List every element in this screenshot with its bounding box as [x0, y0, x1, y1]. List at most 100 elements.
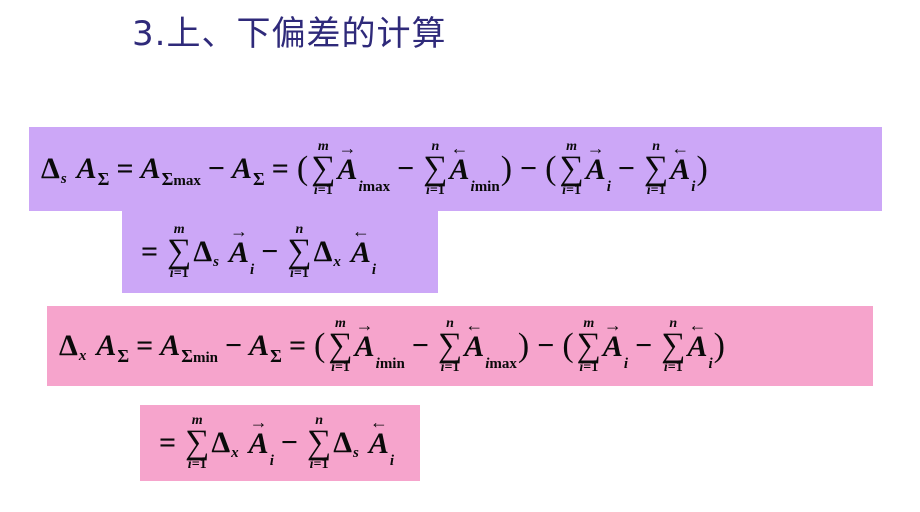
- minus-sign: −: [225, 329, 243, 362]
- left-paren: (: [296, 150, 309, 187]
- minus-sign: −: [617, 152, 636, 185]
- subscript-min: min: [379, 356, 405, 372]
- summation-m: m ∑ i=1: [185, 414, 209, 472]
- summation-m: m ∑ i=1: [167, 223, 191, 281]
- subscript-s: s: [213, 253, 220, 270]
- sum-index: i: [562, 183, 567, 198]
- right-arrow-icon: →: [586, 138, 605, 158]
- minus-sign: −: [280, 426, 298, 459]
- sum-upper-limit: m: [173, 222, 185, 237]
- right-paren: ): [500, 150, 513, 187]
- right-paren: ): [517, 327, 530, 364]
- sum-lower-limit: =1: [173, 266, 189, 281]
- right-arrow-icon: →: [603, 315, 622, 335]
- sum-upper-limit: n: [431, 139, 440, 154]
- left-paren: (: [545, 150, 557, 187]
- delta-symbol: Δ: [59, 329, 78, 362]
- sum-index: i: [187, 457, 192, 472]
- subscript-s: s: [60, 170, 67, 187]
- sum-index: i: [309, 457, 314, 472]
- sum-sign: ∑: [306, 424, 332, 461]
- equals-sign: =: [159, 426, 177, 459]
- sum-sign: ∑: [423, 150, 448, 187]
- sum-lower-limit: =1: [444, 360, 460, 375]
- subscript-i: i: [606, 179, 611, 195]
- decreasing-link-vector: ← A: [449, 138, 470, 186]
- subscript-i: i: [470, 179, 475, 195]
- subscript-min: min: [474, 179, 500, 195]
- subscript-x: x: [231, 444, 239, 461]
- left-arrow-icon: ←: [369, 412, 388, 432]
- sum-lower-limit: =1: [293, 266, 309, 281]
- decreasing-link-vector: ← A: [687, 316, 708, 363]
- increasing-link-vector: → A: [248, 413, 269, 460]
- link-symbol: A: [449, 153, 470, 186]
- sum-lower-limit: =1: [650, 183, 666, 198]
- subscript-s: s: [353, 444, 359, 461]
- sum-upper-limit: m: [566, 139, 578, 154]
- sum-sign: ∑: [437, 327, 463, 364]
- summation-n: n ∑ i=1: [644, 140, 668, 198]
- sum-index: i: [290, 266, 294, 281]
- sum-sign: ∑: [328, 327, 353, 364]
- sum-index: i: [169, 266, 174, 281]
- subscript-sigma: Σ: [161, 168, 174, 189]
- closing-link-symbol: A: [76, 152, 97, 185]
- link-symbol: A: [687, 330, 708, 363]
- sum-upper-limit: n: [669, 316, 678, 331]
- subscript-i: i: [623, 356, 629, 372]
- decreasing-link-vector: ← A: [369, 412, 389, 459]
- link-symbol: A: [464, 330, 485, 363]
- subscript-max: max: [362, 179, 391, 195]
- link-symbol: A: [602, 330, 623, 363]
- sum-index: i: [663, 360, 668, 375]
- closing-link-symbol: A: [96, 329, 117, 362]
- sum-upper-limit: m: [317, 139, 329, 154]
- increasing-link-vector: → A: [586, 138, 606, 185]
- equals-sign: =: [116, 152, 134, 185]
- right-paren: ): [713, 327, 725, 364]
- left-arrow-icon: ←: [450, 138, 469, 158]
- subscript-sigma: Σ: [270, 346, 282, 366]
- subscript-i: i: [250, 262, 255, 278]
- summation-m: m ∑ i=1: [577, 317, 601, 375]
- summation-n: n ∑ i=1: [287, 223, 311, 281]
- sum-upper-limit: m: [191, 413, 203, 428]
- sum-sign: ∑: [661, 327, 686, 364]
- summation-m: m ∑ i=1: [328, 317, 352, 375]
- subscript-i: i: [358, 179, 363, 195]
- minus-sign: −: [537, 329, 555, 362]
- sum-lower-limit: =1: [334, 360, 350, 375]
- sum-index: i: [440, 360, 445, 375]
- summation-n: n ∑ i=1: [438, 317, 462, 375]
- sum-sign: ∑: [559, 150, 584, 187]
- left-arrow-icon: ←: [465, 315, 484, 335]
- subscript-i: i: [371, 262, 377, 278]
- subscript-x: x: [78, 347, 87, 364]
- sum-upper-limit: n: [652, 139, 661, 154]
- sum-sign: ∑: [287, 233, 312, 270]
- increasing-link-vector: → A: [602, 315, 623, 363]
- sum-lower-limit: =1: [583, 360, 599, 375]
- subscript-sigma: Σ: [181, 345, 194, 366]
- minus-sign: −: [411, 329, 429, 362]
- sum-sign: ∑: [576, 327, 601, 364]
- summation-m: m ∑ i=1: [311, 140, 335, 198]
- summation-n: n ∑ i=1: [307, 414, 331, 472]
- subscript-i: i: [485, 356, 490, 372]
- link-symbol: A: [248, 427, 269, 460]
- equals-sign: =: [271, 152, 289, 185]
- equals-sign: =: [141, 235, 159, 268]
- link-symbol: A: [350, 236, 371, 269]
- sum-lower-limit: =1: [191, 457, 207, 472]
- minus-sign: −: [635, 329, 653, 362]
- summation-m: m ∑ i=1: [559, 140, 583, 198]
- sum-index: i: [313, 183, 318, 198]
- left-paren: (: [562, 327, 574, 364]
- minus-sign: −: [520, 152, 538, 185]
